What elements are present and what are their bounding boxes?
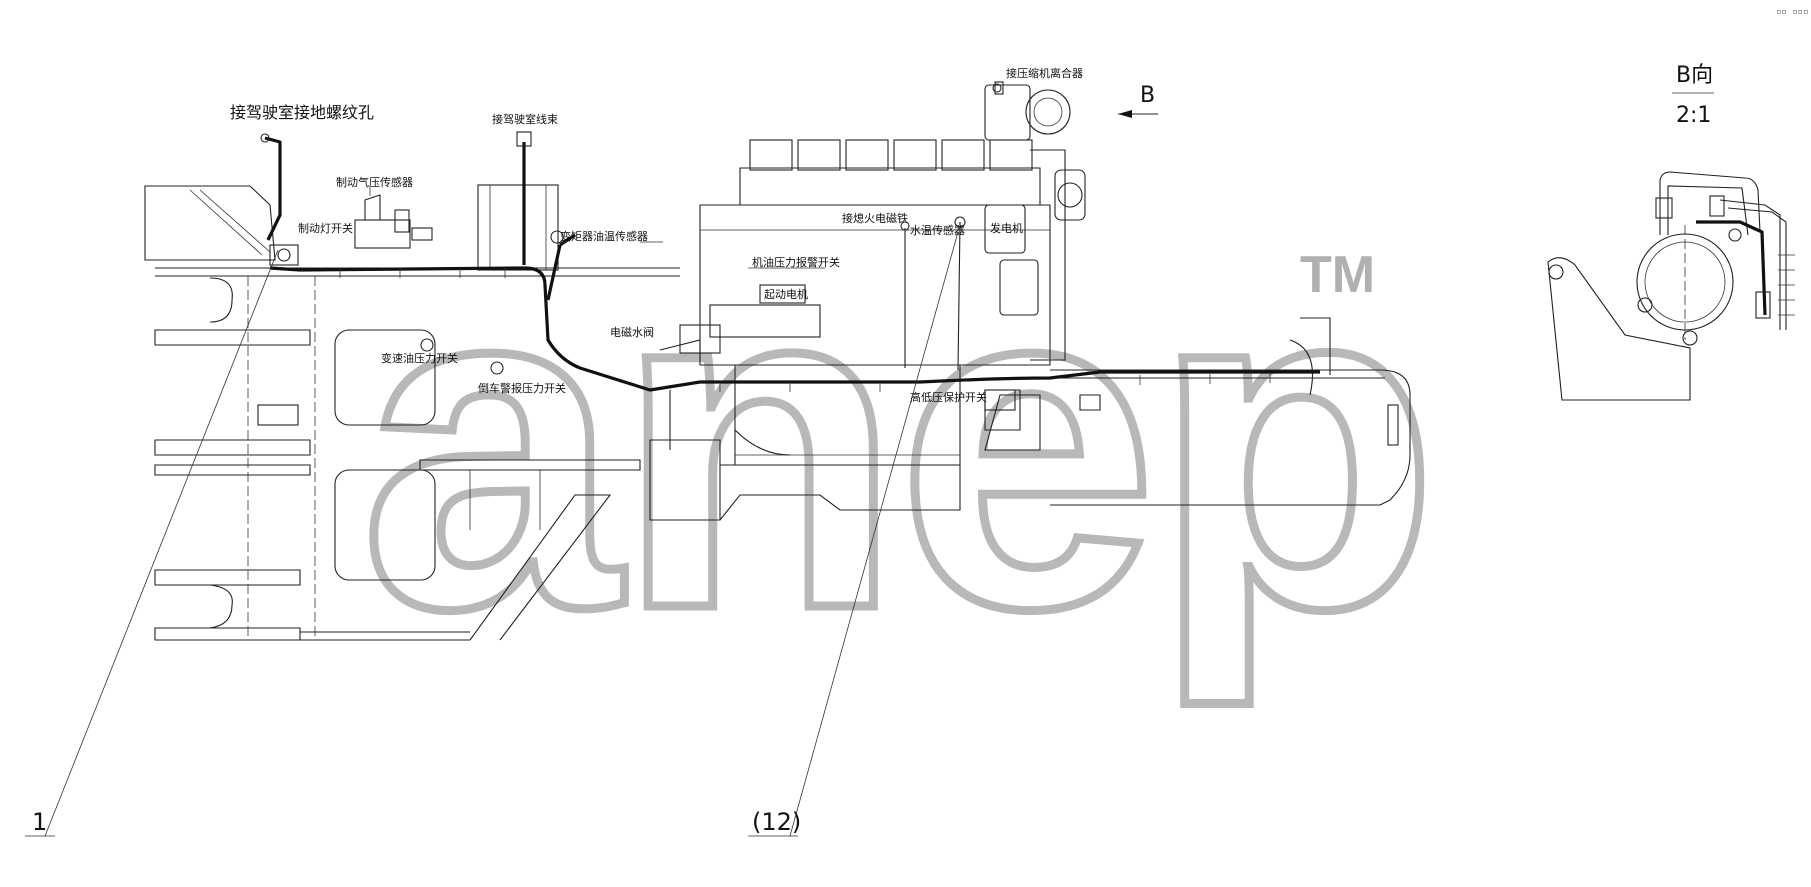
detail-view-b: B向 2:1 (1547, 63, 1795, 401)
label-reverse-alarm-switch: 倒车警报压力开关 (478, 381, 566, 395)
cross-member-2 (154, 439, 311, 456)
corner-mark: ▫▫ ▫▫▫ (1776, 7, 1809, 17)
label-high-low-pressure-switch: 高低压保护开关 (910, 390, 987, 404)
label-brake-light-switch: 制动灯开关 (298, 221, 353, 235)
rear-counterweight (1050, 369, 1411, 506)
label-converter-oil-temp-sensor: 变矩器油温传感器 (560, 229, 648, 243)
solenoid-valve-body (679, 324, 721, 354)
label-flameout-solenoid: 接熄火电磁铁 (842, 211, 908, 225)
label-water-temp-sensor: 水温传感器 (910, 224, 965, 237)
hydraulic-cooler (984, 394, 1041, 451)
reverse-switch-symbol (490, 361, 504, 375)
fan-hub (1057, 182, 1083, 208)
converter-sensor-symbol (550, 230, 564, 244)
cross-member-1 (154, 329, 311, 346)
ground-lug (260, 133, 270, 143)
alternator-body (984, 204, 1026, 254)
detail-pipe-1 (1659, 171, 1761, 235)
label-solenoid-water-valve: 电磁水阀 (610, 325, 654, 339)
label-cab-harness: 接驾驶室线束 (492, 112, 558, 126)
reference-leaders: 1 (12) (25, 231, 959, 837)
compressor-body (984, 84, 1031, 141)
frame-window-upper (334, 329, 436, 426)
compressor-clutch (1025, 89, 1071, 135)
starter-motor-body (709, 304, 821, 338)
watermark-text: anep (360, 181, 1433, 709)
label-shift-oil-pressure-switch: 变速油压力开关 (381, 351, 458, 365)
detail-scale: 2:1 (1676, 103, 1711, 128)
ref-item-1: 1 (32, 808, 47, 836)
view-arrow-head (1118, 110, 1132, 118)
brake-light-switch-body (269, 244, 299, 266)
ground-wire (264, 136, 282, 241)
brake-pressure-sensor-block (354, 219, 411, 249)
cross-member-3 (154, 569, 301, 586)
callouts: 接驾驶室接地螺纹孔 制动气压传感器 制动灯开关 接驾驶室线束 变矩器油温传感器 … (230, 66, 1083, 404)
watermark: anep TM (356, 177, 1444, 714)
engine (649, 81, 1086, 521)
label-alternator: 发电机 (990, 221, 1023, 235)
harness-clips (339, 268, 1271, 392)
cab-harness-bracket (477, 184, 559, 271)
label-cab-ground-hole: 接驾驶室接地螺纹孔 (230, 103, 374, 122)
frame-left (144, 185, 680, 641)
detail-title: B向 (1676, 63, 1713, 88)
view-arrow-label: B (1140, 83, 1155, 108)
watermark-trademark: TM (1300, 246, 1375, 304)
detail-bracket (1547, 257, 1691, 401)
engine-block (699, 204, 1051, 366)
label-compressor-clutch: 接压缩机离合器 (1006, 66, 1083, 80)
frame-window-lower (334, 469, 436, 581)
shift-oil-switch-symbol (420, 338, 434, 352)
label-brake-pressure-sensor: 制动气压传感器 (336, 175, 413, 189)
cab-components (260, 131, 559, 271)
cab-harness-connector (516, 131, 532, 147)
view-marker-b: B (1118, 83, 1158, 118)
label-oil-pressure-alarm-switch: 机油压力报警开关 (752, 255, 840, 269)
main-harness (269, 216, 1320, 450)
ref-item-12: (12) (752, 808, 801, 836)
label-starter-motor: 起动电机 (764, 287, 808, 301)
harness-trunk (269, 266, 1320, 392)
